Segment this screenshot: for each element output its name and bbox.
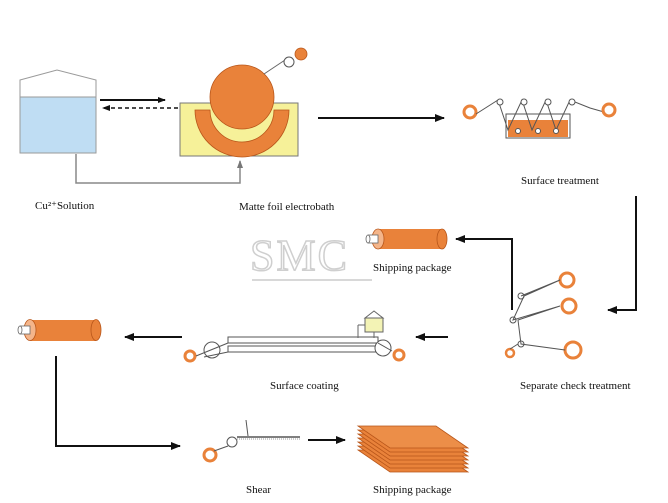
copper-sheet-stack bbox=[356, 425, 470, 473]
label-cu-solution: Cu²⁺Solution bbox=[35, 200, 95, 212]
shipping-roll-1 bbox=[365, 228, 448, 250]
label-surface-coating: Surface coating bbox=[270, 380, 339, 392]
label-surface-treatment: Surface treatment bbox=[521, 175, 599, 187]
label-shipping-package-2: Shipping package bbox=[373, 484, 452, 496]
separate-check-unit bbox=[504, 271, 583, 360]
copper-roll-left bbox=[17, 319, 102, 341]
recirculation-line bbox=[75, 154, 243, 184]
arrow-check-to-shipping-1 bbox=[455, 235, 513, 310]
label-electrobath: Matte foil electrobath bbox=[239, 201, 335, 213]
surface-treatment-unit bbox=[462, 98, 617, 139]
label-separate-check: Separate check treatment bbox=[520, 380, 631, 392]
surface-coating-unit bbox=[183, 310, 406, 363]
cu-solution-tank bbox=[19, 69, 97, 154]
label-shipping-package-1: Shipping package bbox=[373, 262, 452, 274]
shear-unit bbox=[202, 419, 300, 463]
electrobath bbox=[179, 47, 308, 158]
watermark-smc: SMC bbox=[250, 231, 349, 280]
arrow-surface-to-check bbox=[607, 196, 637, 314]
label-shear: Shear bbox=[246, 484, 272, 496]
arrow-roll-to-shear bbox=[55, 356, 181, 450]
